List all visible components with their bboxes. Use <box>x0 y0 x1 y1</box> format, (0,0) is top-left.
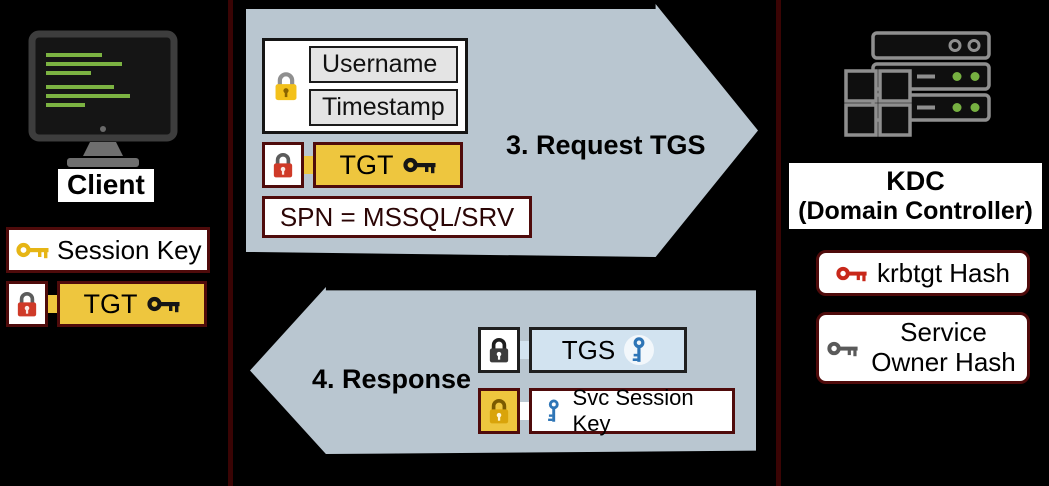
token-tab <box>48 295 57 313</box>
red-key-icon <box>836 265 868 282</box>
session-key-label: Session Key <box>57 234 202 265</box>
yellow-key-icon <box>16 241 50 259</box>
svc-session-key-body: Svc Session Key <box>529 385 735 436</box>
blue-key-icon <box>547 399 561 423</box>
black-key-icon <box>147 295 181 313</box>
timestamp-field: Timestamp <box>309 89 458 126</box>
kdc-title: KDC <box>886 166 945 196</box>
monitor-icon <box>28 30 178 167</box>
response-arrow-title: 4. Response <box>312 364 472 394</box>
tgs-lock-cell <box>478 327 520 373</box>
tgt-lock-cell <box>6 281 48 327</box>
column-divider-left <box>228 0 233 486</box>
kdc-subtitle: (Domain Controller) <box>798 197 1033 225</box>
client-tgt-token: TGT <box>6 281 207 327</box>
token-tab <box>520 402 529 420</box>
token-tab <box>304 156 313 174</box>
tgt-lock-cell <box>262 142 304 188</box>
credentials-box: Username Timestamp <box>262 38 468 134</box>
request-tgt-token: TGT <box>262 142 463 188</box>
krbtgt-hash-label: krbtgt Hash <box>877 257 1010 288</box>
client-session-key-box: Session Key <box>6 227 210 273</box>
black-key-icon <box>403 156 437 174</box>
svc-session-key-token: Svc Session Key <box>478 385 735 436</box>
red-padlock-icon <box>15 290 39 318</box>
credential-fields: Username Timestamp <box>309 46 458 126</box>
tgt-label: TGT <box>83 288 138 319</box>
username-field: Username <box>309 46 458 83</box>
tgt-body: TGT <box>57 281 207 327</box>
tgs-label: TGS <box>561 334 616 365</box>
column-divider-right <box>776 0 781 486</box>
svc-session-key-label: Svc Session Key <box>572 385 694 436</box>
client-label: Client <box>58 169 154 202</box>
gold-padlock-icon <box>487 397 511 425</box>
dark-padlock-icon <box>487 336 511 364</box>
server-icon <box>844 31 991 137</box>
svc-session-key-lock-cell <box>478 388 520 434</box>
service-owner-hash-box: Service Owner Hash <box>816 312 1030 384</box>
spn-box: SPN = MSSQL/SRV <box>262 196 532 238</box>
yellow-padlock-icon <box>272 70 300 102</box>
kdc-label: KDC (Domain Controller) <box>789 163 1042 229</box>
krbtgt-hash-box: krbtgt Hash <box>816 250 1030 296</box>
tgt-label: TGT <box>339 149 394 180</box>
blue-key-icon <box>632 337 646 363</box>
service-owner-hash-label: Service Owner Hash <box>871 317 1016 377</box>
red-padlock-icon <box>271 151 295 179</box>
tgs-token: TGS <box>478 327 687 373</box>
tgs-body: TGS <box>529 327 687 373</box>
gray-key-icon <box>827 340 859 357</box>
tgs-key-badge <box>624 335 655 365</box>
token-tab <box>520 341 529 359</box>
tgt-body: TGT <box>313 142 463 188</box>
request-arrow-title: 3. Request TGS <box>506 130 706 160</box>
